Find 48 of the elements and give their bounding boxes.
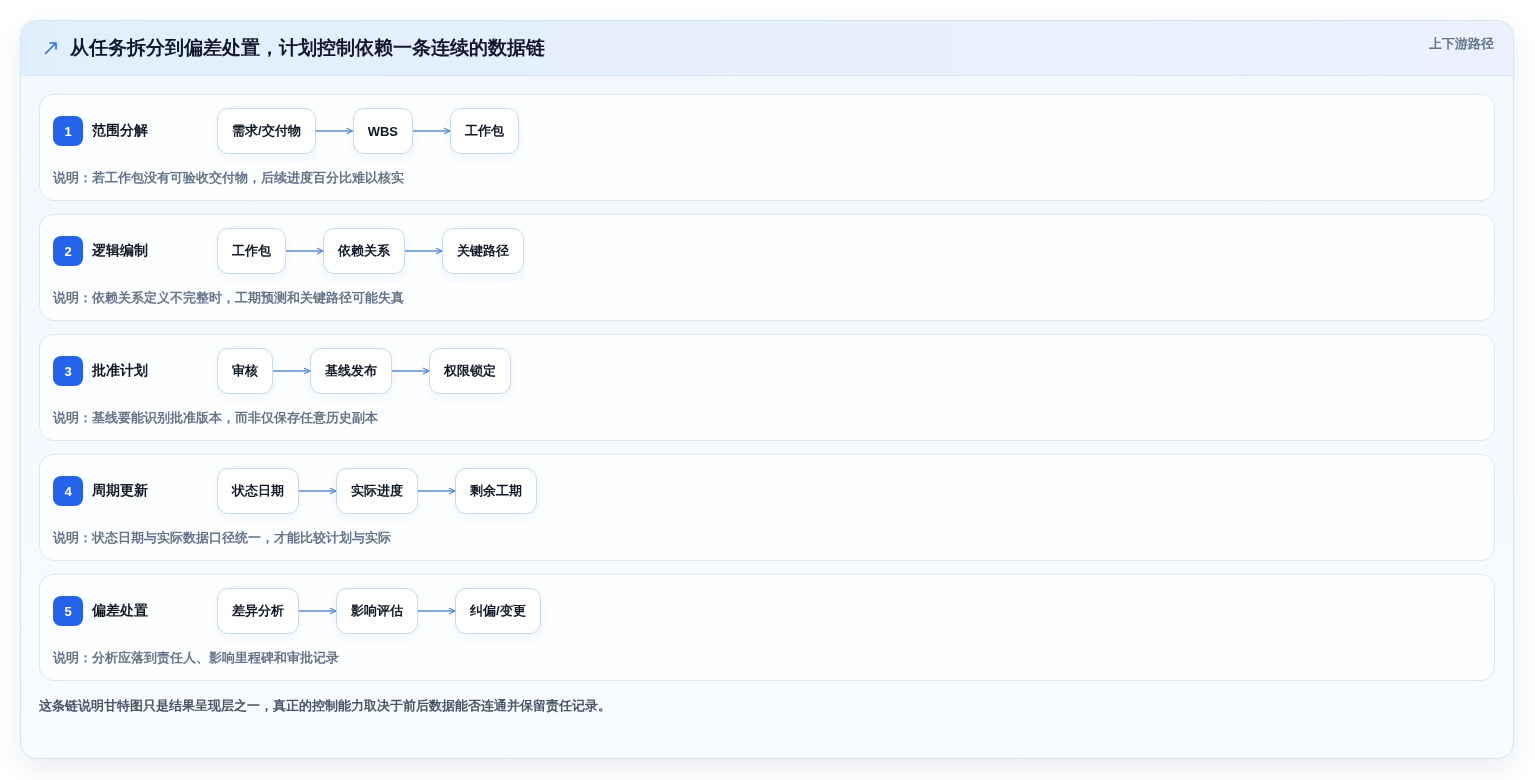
process-box: 需求/交付物 [217,108,316,154]
stage-note: 说明：依赖关系定义不完整时，工期预测和关键路径可能失真 [53,290,405,306]
process-box: 实际进度 [336,468,418,514]
step-number-badge: 5 [53,596,83,626]
process-box: 工作包 [217,228,286,274]
stage-card [39,214,1495,321]
step-number-badge: 3 [53,356,83,386]
arrow [314,127,354,135]
stage-note: 说明：分析应落到责任人、影响里程碑和审批记录 [53,650,340,666]
stage-title: 范围分解 [92,122,149,140]
step-number-badge: 4 [53,476,83,506]
process-box: 依赖关系 [323,228,405,274]
process-box: 状态日期 [217,468,299,514]
stage-title: 批准计划 [92,362,149,380]
header-label: 上下游路径 [1429,36,1494,52]
step-number-badge: 1 [53,116,83,146]
stage-note: 说明：若工作包没有可验收交付物，后续进度百分比难以核实 [53,170,405,186]
stage-card [39,334,1495,441]
stage-card [39,94,1495,201]
stage-card [39,574,1495,681]
process-box: 工作包 [449,108,519,154]
process-box: 权限锁定 [429,348,511,394]
process-box: 纠偏/变更 [455,588,541,634]
arrow [298,607,337,615]
stage-card [39,454,1495,561]
stage-title: 逻辑编制 [92,242,149,260]
process-box: 差异分析 [217,588,299,634]
step-number-badge: 2 [53,236,83,266]
stage-note: 说明：状态日期与实际数据口径统一，才能比较计划与实际 [53,530,392,546]
caption: 这条链说明甘特图只是结果呈现层之一，真正的控制能力取决于前后数据能否连通并保留责任记录。 [39,698,612,714]
process-box: WBS [352,108,413,154]
arrow [285,247,324,255]
arrow [272,367,311,375]
arrow [298,487,337,495]
stage-note: 说明：基线要能识别批准版本，而非仅保存任意历史副本 [53,410,379,426]
arrow [391,367,430,375]
process-box: 关键路径 [442,228,524,274]
arrow [417,487,456,495]
process-box: 基线发布 [310,348,392,394]
arrow [417,607,456,615]
process-box: 审核 [217,348,273,394]
title: 从任务拆分到偏差处置，计划控制依赖一条连续的数据链 [70,36,545,60]
stage-title: 周期更新 [92,482,149,500]
process-box: 影响评估 [336,588,418,634]
arrow [404,247,443,255]
stage-title: 偏差处置 [92,602,149,620]
process-box: 剩余工期 [455,468,537,514]
arrow [412,127,451,135]
